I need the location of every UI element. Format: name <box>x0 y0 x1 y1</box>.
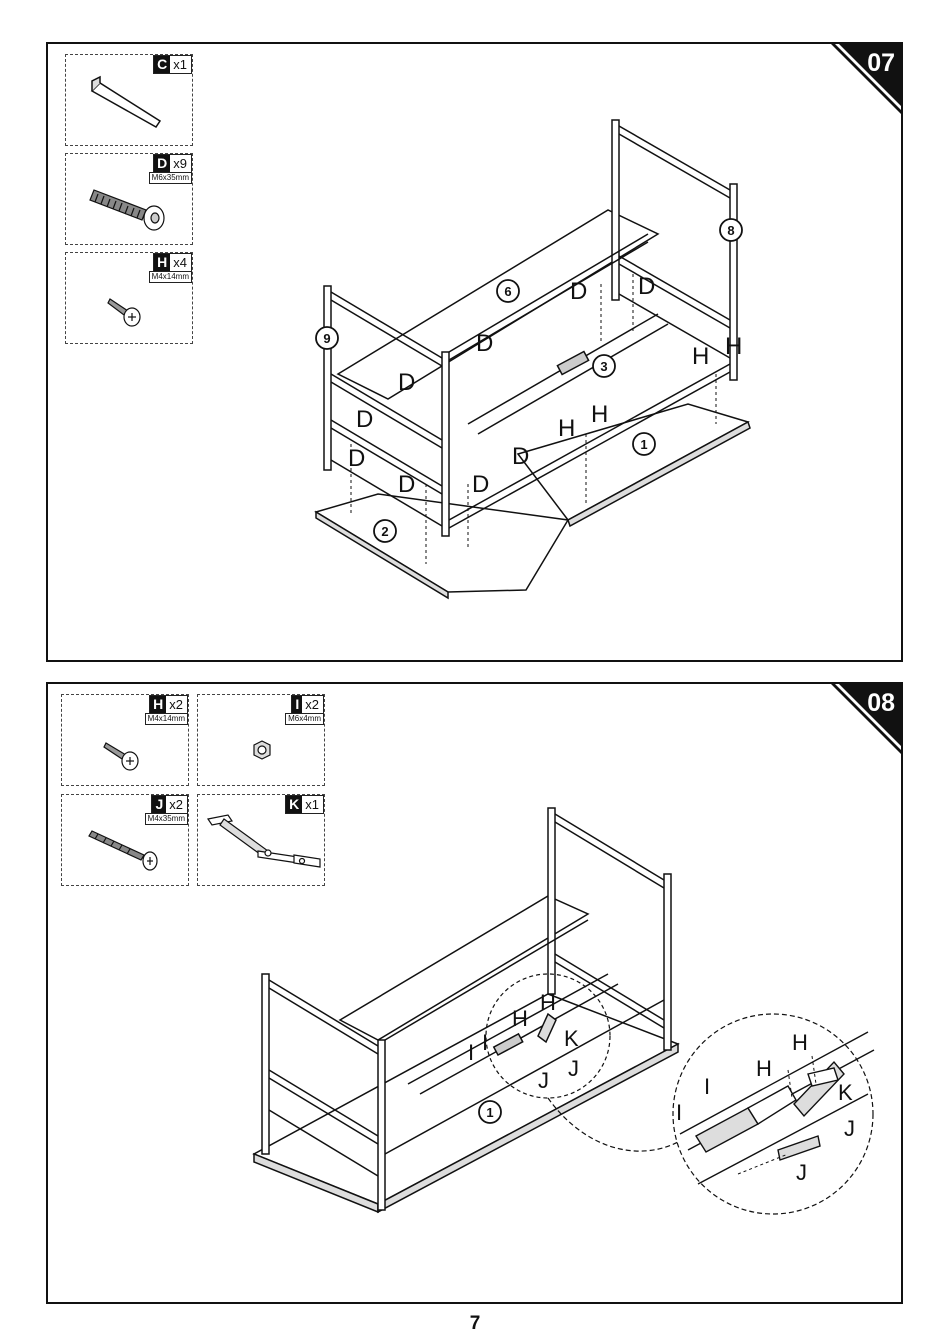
letter-d: D <box>472 471 489 498</box>
letter-d: D <box>356 406 373 433</box>
callout-label: 1 <box>640 437 647 452</box>
callout-label: 8 <box>727 223 734 238</box>
letter-i: I <box>704 1074 710 1099</box>
letter-h: H <box>692 343 709 370</box>
letter-h: H <box>540 990 556 1015</box>
letter-d: D <box>476 330 493 357</box>
letter-j: J <box>844 1116 855 1141</box>
callout-label: 2 <box>381 524 388 539</box>
letter-j: J <box>538 1068 549 1093</box>
letter-d: D <box>348 445 365 472</box>
assembly-diagram-step-08: 1 H H I I K J J H H I I K J J <box>48 684 901 1302</box>
letter-h: H <box>792 1030 808 1055</box>
letter-d: D <box>398 471 415 498</box>
letter-j: J <box>796 1160 807 1185</box>
letter-h: H <box>558 415 575 442</box>
assembly-diagram-step-07: 6 3 1 8 9 2 D D D D D D D D D H H H H <box>48 44 901 660</box>
step-07-panel: 07 C x1 D x9 M6x35mm <box>46 42 903 662</box>
letter-d: D <box>638 273 655 300</box>
letter-d: D <box>570 278 587 305</box>
letter-k: K <box>838 1080 853 1105</box>
letter-d: D <box>512 443 529 470</box>
letter-i: I <box>676 1100 682 1125</box>
letter-d: D <box>398 369 415 396</box>
letter-h: H <box>591 401 608 428</box>
letter-j: J <box>568 1056 579 1081</box>
letter-h: H <box>725 333 742 360</box>
letter-k: K <box>564 1026 579 1051</box>
step-08-panel: 08 H x2 M4x14mm I x2 M6x4mm <box>46 682 903 1304</box>
callout-label: 1 <box>486 1105 493 1120</box>
callout-label: 9 <box>323 331 330 346</box>
letter-h: H <box>756 1056 772 1081</box>
letter-i: I <box>468 1040 474 1065</box>
callout-label: 3 <box>600 359 607 374</box>
page-number: 7 <box>0 1313 950 1335</box>
letter-h: H <box>512 1006 528 1031</box>
callout-label: 6 <box>504 284 511 299</box>
letter-i: I <box>482 1030 488 1055</box>
